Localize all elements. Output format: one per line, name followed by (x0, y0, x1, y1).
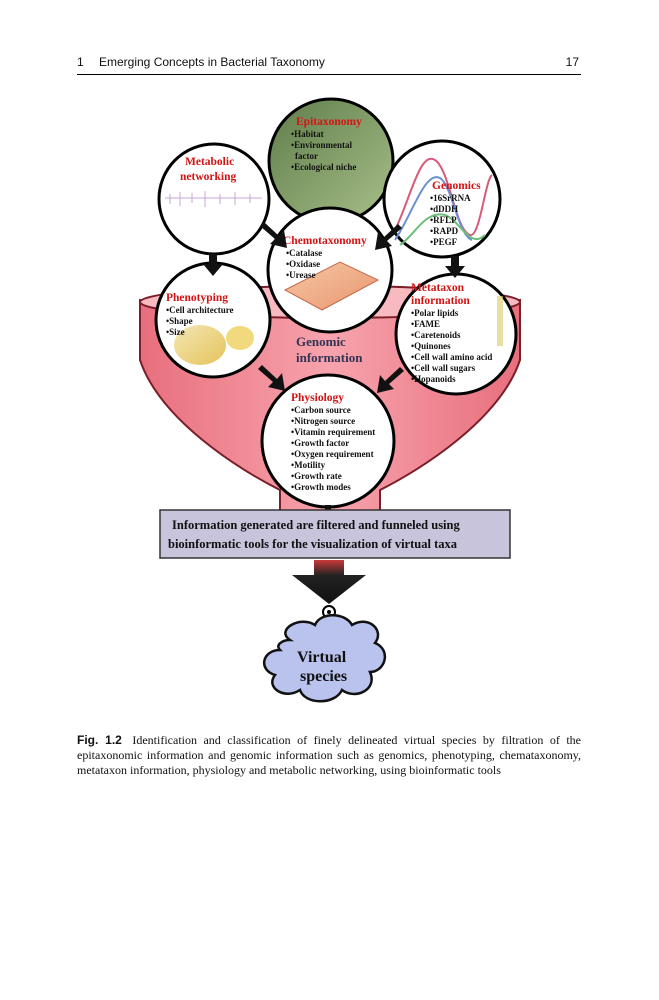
arrow-phenotyping-to-physiology (258, 365, 285, 391)
physiology-item: •Growth rate (291, 471, 342, 481)
metataxon-item: •Cell wall amino acid (411, 352, 492, 362)
metataxon-item: •Polar lipids (411, 308, 459, 318)
epitaxonomy-item: •Ecological niche (291, 162, 356, 172)
physiology-item: •Motility (291, 460, 326, 470)
metataxon-title: information (411, 295, 470, 307)
cloud-label: Virtual (297, 649, 347, 666)
physiology-item: •Oxygen requirement (291, 449, 374, 459)
epitaxonomy-item: •Habitat (291, 129, 324, 139)
running-header: 1 Emerging Concepts in Bacterial Taxonom… (77, 52, 581, 75)
genomics-item: •RAPD (430, 226, 459, 236)
genomics-item: •PEGF (430, 237, 458, 247)
metataxon-item: •Quinones (411, 341, 451, 351)
metataxon-item: •FAME (411, 319, 440, 329)
metataxon-item: •Hopanoids (411, 374, 456, 384)
filter-box-line: Information generated are filtered and f… (172, 518, 460, 532)
chemotaxonomy-item: •Oxidase (286, 259, 320, 269)
arrow-metabolic-to-chemotaxonomy (260, 222, 287, 248)
physiology-item: •Nitrogen source (291, 416, 355, 426)
physiology-item: •Growth factor (291, 438, 349, 448)
genomic-information-label: Genomic (296, 334, 346, 349)
phenotyping-item: •Shape (166, 316, 193, 326)
metabolic-title: Metabolic (185, 156, 234, 168)
physiology-item: •Carbon source (291, 405, 351, 415)
figure-caption: Fig. 1.2 Identification and classificati… (77, 733, 581, 778)
arrows (203, 222, 465, 518)
figure-diagram: Epitaxonomy •Habitat •Environmental fact… (139, 97, 521, 703)
physiology-circle: Physiology •Carbon source •Nitrogen sour… (260, 373, 396, 509)
genomics-circle: Genomics •16SrRNA •dDDH •RFLP •RAPD •PEG… (382, 139, 502, 259)
epitaxonomy-item: •Environmental (291, 140, 352, 150)
chemotaxonomy-title: Chemotaxonomy (283, 235, 367, 247)
arrow-genomics-to-chemotaxonomy (375, 224, 402, 250)
filter-box-line: bioinformatic tools for the visualizatio… (168, 537, 458, 551)
chemotaxonomy-circle: Chemotaxonomy •Catalase •Oxidase •Urease (266, 206, 394, 334)
physiology-title: Physiology (291, 392, 344, 404)
genomic-information-label: information (296, 350, 363, 365)
funnel-output-arrow (292, 560, 366, 604)
phenotyping-item: •Cell architecture (166, 305, 234, 315)
metabolic-networking-circle: Metabolic networking (157, 142, 271, 256)
physiology-item: •Growth modes (291, 482, 351, 492)
epitaxonomy-circle: Epitaxonomy •Habitat •Environmental fact… (267, 97, 395, 225)
metabolic-title: networking (180, 171, 236, 183)
genomics-item: •RFLP (430, 215, 457, 225)
physiology-item: •Vitamin requirement (291, 427, 375, 437)
figure-label: Fig. 1.2 (77, 733, 122, 747)
chapter-title: Emerging Concepts in Bacterial Taxonomy (99, 55, 325, 69)
phenotyping-title: Phenotyping (166, 292, 228, 304)
metataxon-title: Metataxon (411, 282, 465, 294)
virtual-species-cloud: Virtual species (263, 614, 387, 703)
epitaxonomy-title: Epitaxonomy (296, 116, 362, 128)
arrow-metabolic-to-phenotyping (203, 254, 223, 276)
metataxon-item: •Cell wall sugars (411, 363, 476, 373)
genomics-title: Genomics (432, 180, 481, 192)
arrow-metataxon-to-physiology (377, 367, 404, 393)
page-number: 17 (565, 55, 579, 69)
figure-caption-text: Identification and classification of fin… (77, 733, 581, 777)
filter-box: Information generated are filtered and f… (159, 509, 511, 559)
metataxon-circle: Metataxon information •Polar lipids •FAM… (394, 272, 518, 396)
epitaxonomy-item: factor (295, 151, 318, 161)
phenotyping-item: •Size (166, 327, 185, 337)
chapter-number: 1 (77, 55, 84, 69)
metataxon-item: •Caretenoids (411, 330, 461, 340)
genomics-item: •16SrRNA (430, 193, 471, 203)
chemotaxonomy-item: •Urease (286, 270, 315, 280)
genomics-item: •dDDH (430, 204, 458, 214)
arrow-genomics-to-metataxon (445, 256, 465, 278)
cloud-label: species (300, 668, 347, 685)
phenotyping-circle: Phenotyping •Cell architecture •Shape •S… (154, 261, 272, 379)
chemotaxonomy-item: •Catalase (286, 248, 322, 258)
